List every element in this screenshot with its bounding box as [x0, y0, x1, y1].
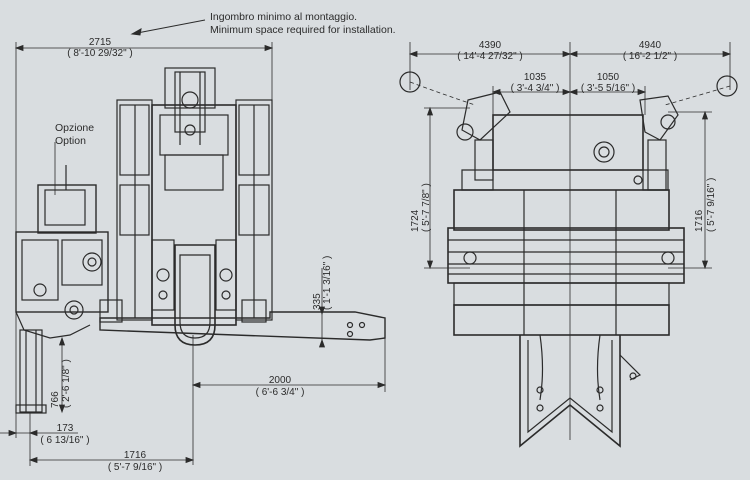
installation-note-line1: Ingombro minimo al montaggio. — [210, 11, 358, 23]
dim-inner-left-in: ( 3'-4 3/4" ) — [510, 83, 560, 94]
option-label: Opzione Option — [55, 122, 94, 148]
dim-base-in: ( 1'-1 3/16" ) — [322, 255, 333, 310]
dim-inner-right-in: ( 3'-5 5/16" ) — [580, 83, 636, 94]
dim-height-left-mm: 1724 — [410, 209, 421, 232]
dim-offset-mm: 173 — [56, 423, 74, 434]
dim-left-in: ( 14'-4 27/32" ) — [457, 51, 523, 62]
option-label-line2: Option — [55, 135, 86, 147]
dim-right-in: ( 16'-2 1/2" ) — [622, 51, 678, 62]
dim-width-in: ( 8'-10 29/32" ) — [67, 48, 133, 59]
side-view-machine — [15, 67, 386, 414]
dim-right-mm: 4940 — [638, 40, 662, 51]
dim-width-mm: 2715 — [88, 37, 112, 48]
dim-inner-right-mm: 1050 — [596, 72, 620, 83]
dim-low-mm: 766 — [50, 391, 61, 408]
front-view-machine — [399, 71, 738, 448]
dim-reach-in: ( 6'-6 3/4" ) — [255, 387, 305, 398]
option-label-line1: Opzione — [55, 122, 95, 134]
installation-note-line2: Minimum space required for installation. — [210, 24, 396, 36]
dim-total-in: ( 5'-7 9/16" ) — [107, 462, 163, 473]
dim-total-mm: 1716 — [123, 450, 147, 461]
dim-left-mm: 4390 — [478, 40, 502, 51]
front-view-dimensions — [408, 42, 732, 440]
dim-inner-left-mm: 1035 — [523, 72, 547, 83]
dim-height-right-in: ( 5'-7 9/16" ) — [706, 177, 717, 232]
dim-height-right-mm: 1716 — [694, 209, 705, 232]
dim-low-in: ( 2'-6 1/8" ) — [61, 359, 72, 408]
dim-offset-in: ( 6 13/16" ) — [40, 435, 90, 446]
dim-reach-mm: 2000 — [268, 375, 292, 386]
installation-note: Ingombro minimo al montaggio. Minimum sp… — [210, 11, 396, 37]
note-arrow — [130, 19, 206, 36]
dim-height-left-in: ( 5'-7 7/8" ) — [421, 183, 432, 232]
